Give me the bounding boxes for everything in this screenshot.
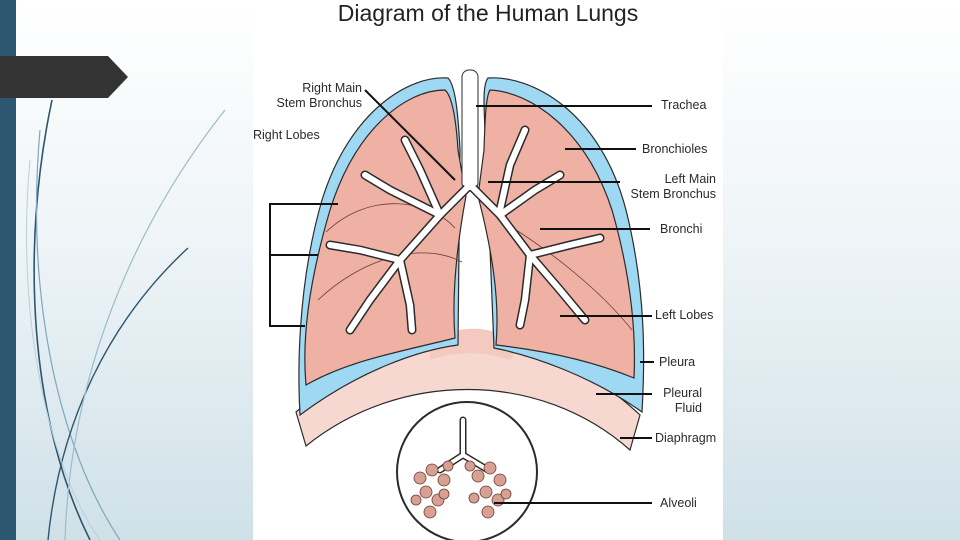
label-bronchioles: Bronchioles (642, 142, 708, 156)
diagram-title: Diagram of the Human Lungs (337, 0, 639, 26)
alveoli-inset (396, 401, 538, 540)
label-line: Left Main (664, 172, 716, 186)
alveoli-clusters (410, 460, 512, 519)
label-left-lobes: Left Lobes (655, 308, 714, 322)
left-lung (477, 89, 636, 379)
label-trachea: Trachea (661, 98, 707, 112)
label-line: Stem Bronchus (276, 96, 362, 110)
label-line: Fluid (674, 401, 702, 415)
label-left-main-stem-bronchus: Left Main Stem Bronchus (616, 172, 716, 202)
slide-tab-arrow (0, 56, 128, 98)
right-lung (304, 89, 467, 386)
label-right-main-stem-bronchus: Right Main Stem Bronchus (262, 81, 362, 111)
label-diaphragm: Diaphragm (655, 431, 717, 445)
label-pleura: Pleura (659, 355, 696, 369)
label-line: Stem Bronchus (630, 187, 716, 201)
decorative-swoosh-lines (26, 99, 226, 540)
label-pleural-fluid: Pleural Fluid (640, 386, 702, 416)
label-line: Pleural (663, 386, 702, 400)
label-bronchi: Bronchi (660, 222, 703, 236)
slide-left-accent-bar (0, 0, 16, 540)
label-line: Right Main (302, 81, 362, 95)
label-right-lobes: Right Lobes (253, 128, 320, 142)
label-alveoli: Alveoli (660, 496, 697, 510)
